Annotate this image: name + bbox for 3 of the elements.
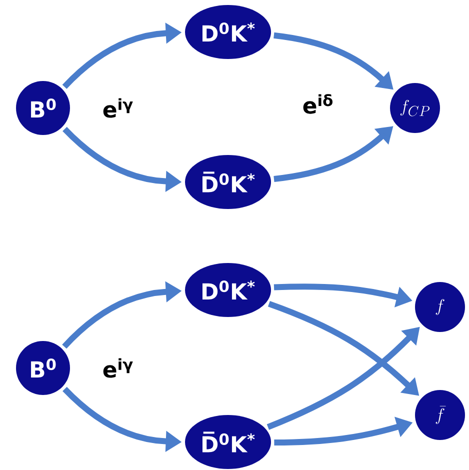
phase-label: e$^{iγ}$ — [103, 358, 133, 378]
phase-label: e$^{iδ}$ — [303, 94, 332, 114]
phase-label: e$^{iγ}$ — [103, 98, 133, 118]
